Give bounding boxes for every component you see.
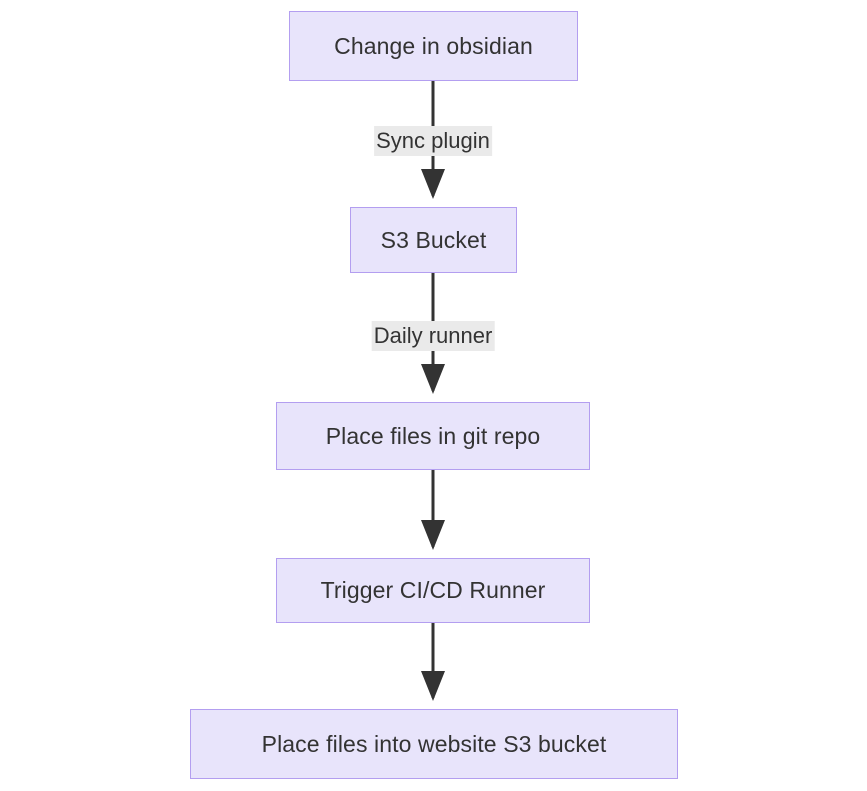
node-label: Place files into website S3 bucket (261, 730, 607, 757)
node-label: Place files in git repo (325, 422, 541, 449)
node-place-files-in-git-repo[interactable]: Place files in git repo (276, 402, 590, 470)
node-label: S3 Bucket (380, 226, 487, 253)
node-place-files-into-website-s3-bucket[interactable]: Place files into website S3 bucket (190, 709, 678, 779)
node-change-in-obsidian[interactable]: Change in obsidian (289, 11, 578, 81)
edge-label-sync-plugin: Sync plugin (374, 126, 492, 156)
node-trigger-ci-cd-runner[interactable]: Trigger CI/CD Runner (276, 558, 590, 623)
edge-label-daily-runner: Daily runner (371, 321, 495, 351)
node-label: Trigger CI/CD Runner (320, 577, 546, 603)
node-s3-bucket[interactable]: S3 Bucket (350, 207, 517, 273)
node-label: Change in obsidian (334, 32, 533, 59)
